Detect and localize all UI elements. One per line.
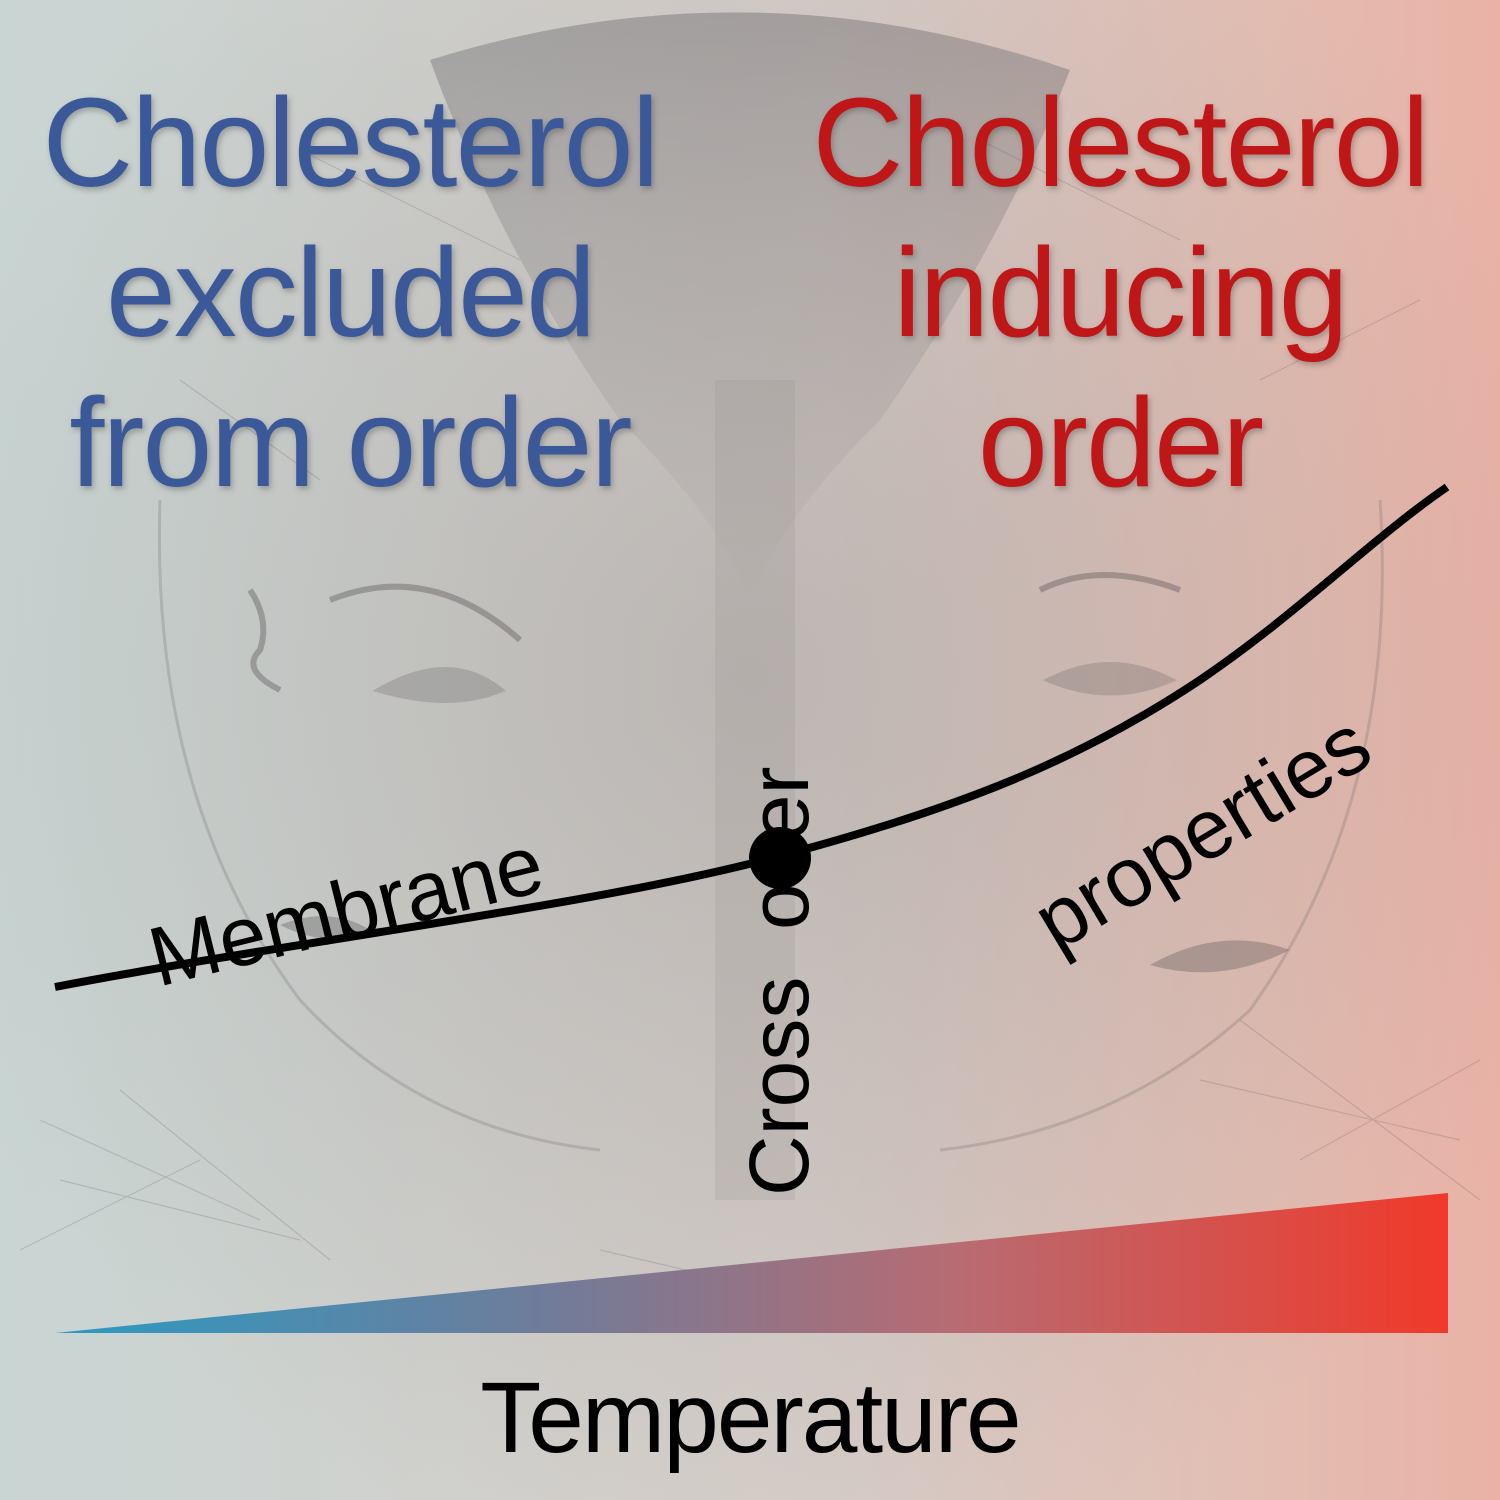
crossover-point: [749, 827, 811, 889]
right-lips-shape: [1150, 940, 1290, 973]
left-face-outline: [157, 499, 601, 1152]
center-streak: [715, 380, 795, 1200]
right-face-outline: [939, 499, 1384, 1152]
heading-left-line-3: from order: [69, 372, 632, 513]
temperature-axis-label: Temperature: [480, 1362, 1021, 1474]
heading-cholesterol-excluded: Cholesterol excluded from order: [0, 68, 700, 518]
membrane-properties-curve: [54, 483, 1450, 991]
heading-right-line-2: inducing: [893, 222, 1348, 363]
right-eye-shape: [1038, 572, 1182, 696]
left-eye-shape: [247, 583, 522, 703]
temperature-wedge: [55, 1193, 1448, 1333]
crossover-label-word-2: over: [732, 766, 826, 930]
heading-right-line-1: Cholesterol: [812, 72, 1429, 213]
hair-shadow: [430, 12, 1070, 600]
left-lips-shape: [280, 916, 370, 939]
heading-left-line-1: Cholesterol: [42, 72, 659, 213]
crossover-label-word-1: Cross: [732, 976, 826, 1196]
heading-left-line-2: excluded: [105, 222, 596, 363]
heading-right-line-3: order: [977, 372, 1264, 513]
crossover-label: Cross over: [732, 767, 826, 1196]
heading-cholesterol-inducing: Cholesterol inducing order: [770, 68, 1470, 518]
